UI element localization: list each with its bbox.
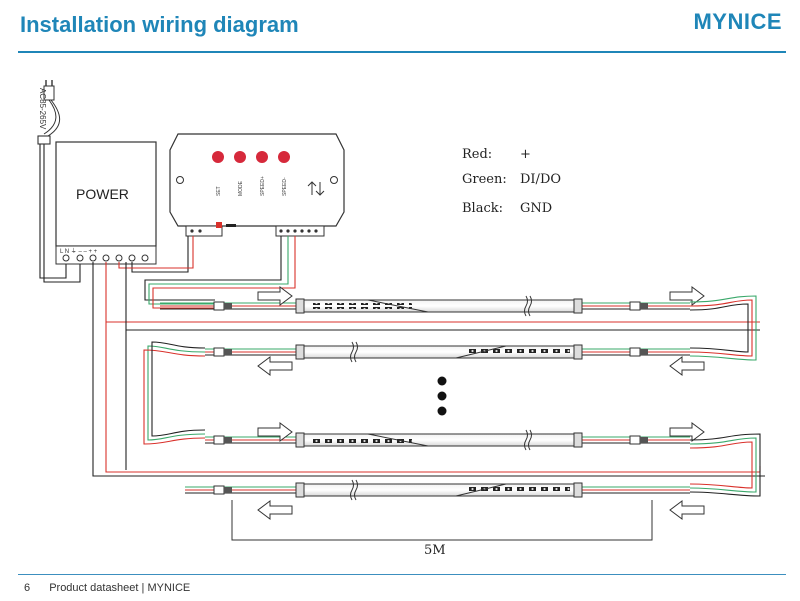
power-to-controller-wires [118, 236, 194, 273]
set-button-icon [212, 151, 224, 163]
right-loop-wires-lower [689, 433, 761, 497]
arrow-right-icon [257, 286, 293, 306]
footer: 6 Product datasheet | MYNICE [24, 582, 190, 594]
controller-button-label: MODE [238, 180, 244, 196]
power-terminal-labels: L N ⏚ – – + + [60, 248, 98, 255]
footer-text: Product datasheet | MYNICE [49, 582, 191, 594]
led-chip-row [466, 487, 570, 493]
header-divider [18, 51, 786, 53]
connector-icon [629, 435, 641, 445]
controller-button-label: SPEED- [282, 177, 288, 196]
connector-plug-icon [640, 437, 648, 443]
connector-icon [213, 485, 225, 495]
connector-icon [629, 347, 641, 357]
connector-icon [213, 301, 225, 311]
connector-plug-icon [640, 349, 648, 355]
footer-divider [18, 574, 786, 575]
continuation-dots [437, 376, 447, 416]
legend-color-label: Red: [462, 147, 492, 162]
controller-button-labels: SET MODE SPEED+ SPEED- [216, 176, 288, 196]
ac-voltage-label: AC85-265V [38, 88, 47, 130]
left-loop-wires [143, 341, 206, 445]
led-tube [295, 341, 583, 363]
led-tube [295, 429, 583, 451]
led-chip-row [308, 437, 412, 443]
connector-plug-icon [640, 303, 648, 309]
connector-icon [629, 301, 641, 311]
legend-meaning: DI/DO [520, 172, 561, 187]
page-number: 6 [24, 582, 31, 594]
wire-color-legend: Red: + Green: DI/DO Black: GND [462, 147, 561, 216]
legend-color-label: Green: [462, 172, 507, 187]
right-loop-wires [689, 295, 757, 361]
arrow-right-icon [669, 422, 705, 442]
led-strips [160, 286, 705, 520]
connector-plug-icon [224, 487, 232, 493]
arrow-left-icon [257, 500, 293, 520]
speed-up-button-icon [256, 151, 268, 163]
speed-down-button-icon [278, 151, 290, 163]
controller-buttons [212, 151, 290, 163]
led-chip-row [466, 349, 570, 355]
ac-plug-icon [43, 80, 61, 137]
power-supply [55, 141, 157, 265]
length-dimension [231, 500, 653, 541]
legend-meaning: + [520, 147, 531, 162]
controller-button-label: SPEED+ [260, 176, 266, 196]
mode-button-icon [234, 151, 246, 163]
led-controller [169, 133, 345, 237]
arrow-left-icon [669, 500, 705, 520]
ac-input-wires [37, 135, 81, 283]
connector-plug-icon [224, 437, 232, 443]
legend-color-label: Black: [462, 201, 503, 216]
connector-plug-icon [224, 349, 232, 355]
arrow-right-icon [669, 286, 705, 306]
controller-button-label: SET [216, 186, 222, 196]
up-down-arrows-icon [307, 181, 325, 196]
connector-plug-icon [224, 303, 232, 309]
arrow-left-icon [669, 356, 705, 376]
power-bus-wires [92, 262, 765, 477]
page-title: Installation wiring diagram [20, 12, 299, 37]
legend-meaning: GND [520, 201, 552, 216]
power-terminal-block [62, 254, 149, 262]
power-label: POWER [76, 186, 129, 202]
arrow-right-icon [257, 422, 293, 442]
led-chip-row [308, 303, 412, 309]
controller-output-wires [144, 236, 296, 309]
led-tube [295, 479, 583, 501]
connector-icon [213, 347, 225, 357]
brand-logo: MYNICE [693, 9, 782, 34]
connector-icon [213, 435, 225, 445]
length-label: 5M [424, 543, 446, 558]
led-tube [295, 295, 583, 317]
arrow-left-icon [257, 356, 293, 376]
